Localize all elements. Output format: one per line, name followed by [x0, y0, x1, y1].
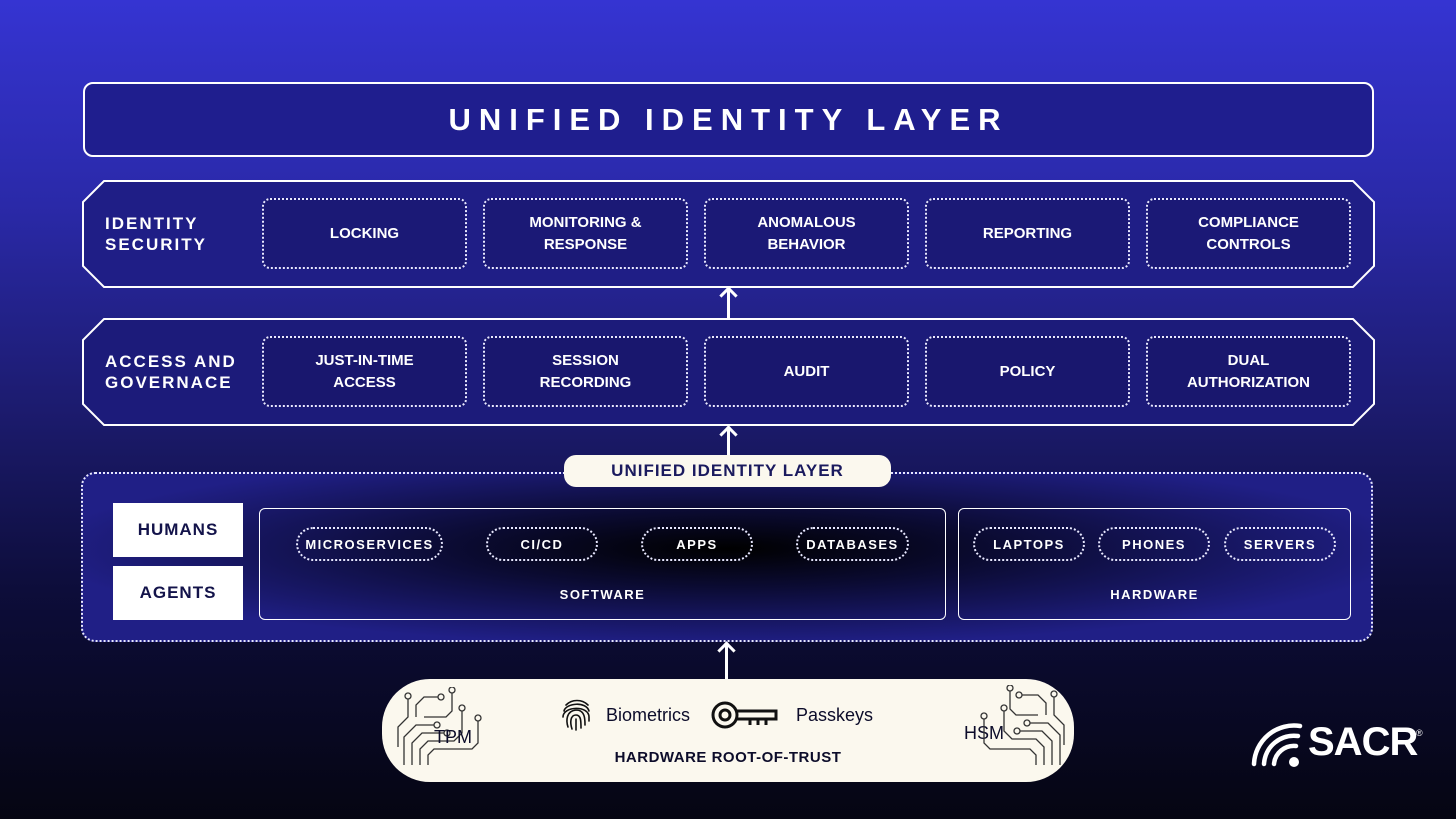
microservices-chip: MICROSERVICES — [296, 527, 443, 561]
passkeys-label: Passkeys — [796, 705, 874, 725]
circuit-icon — [980, 685, 1065, 765]
apps-chip: APPS — [641, 527, 753, 561]
software-group: SOFTWARE — [259, 508, 946, 620]
tpm-label: TPM — [434, 727, 472, 747]
registered-mark: ® — [1416, 728, 1423, 738]
page-title: UNIFIED IDENTITY LAYER — [448, 101, 1009, 137]
identities-panel — [81, 472, 1373, 642]
cicd-chip: CI/CD — [486, 527, 598, 561]
key-icon — [711, 701, 778, 729]
reporting-box: REPORTING — [925, 198, 1130, 269]
title-banner: UNIFIED IDENTITY LAYER — [83, 82, 1374, 157]
access-governance-label: ACCESS AND GOVERNACE — [105, 352, 237, 392]
wifi-signal-icon — [1251, 723, 1303, 767]
biometrics-label: Biometrics — [606, 705, 691, 725]
hardware-caption: HARDWARE — [1110, 587, 1199, 602]
sacr-logo: SACR ® — [1250, 718, 1430, 770]
locking-box: LOCKING — [262, 198, 467, 269]
identity-security-row — [82, 180, 1375, 288]
humans-tag: HUMANS — [113, 503, 243, 557]
logo-text: SACR — [1308, 720, 1418, 764]
servers-chip: SERVERS — [1224, 527, 1336, 561]
phones-chip: PHONES — [1098, 527, 1210, 561]
hardware-root-of-trust: TPM Biometrics Passkeys HSM — [382, 679, 1074, 782]
software-caption: SOFTWARE — [559, 587, 646, 602]
fingerprint-icon — [562, 699, 590, 731]
circuit-icon — [397, 687, 482, 765]
laptops-chip: LAPTOPS — [973, 527, 1085, 561]
policy-box: POLICY — [925, 336, 1130, 407]
monitoring-response-box: MONITORING &RESPONSE — [483, 198, 688, 269]
audit-box: AUDIT — [704, 336, 909, 407]
agents-tag: AGENTS — [113, 566, 243, 620]
root-of-trust-caption: HARDWARE ROOT-OF-TRUST — [614, 749, 842, 766]
identity-layer-banner: UNIFIED IDENTITY LAYER — [564, 455, 891, 487]
databases-chip: DATABASES — [796, 527, 909, 561]
access-governance-row — [82, 318, 1375, 426]
hardware-group: HARDWARE — [958, 508, 1351, 620]
identity-security-label: IDENTITY SECURITY — [105, 214, 207, 254]
